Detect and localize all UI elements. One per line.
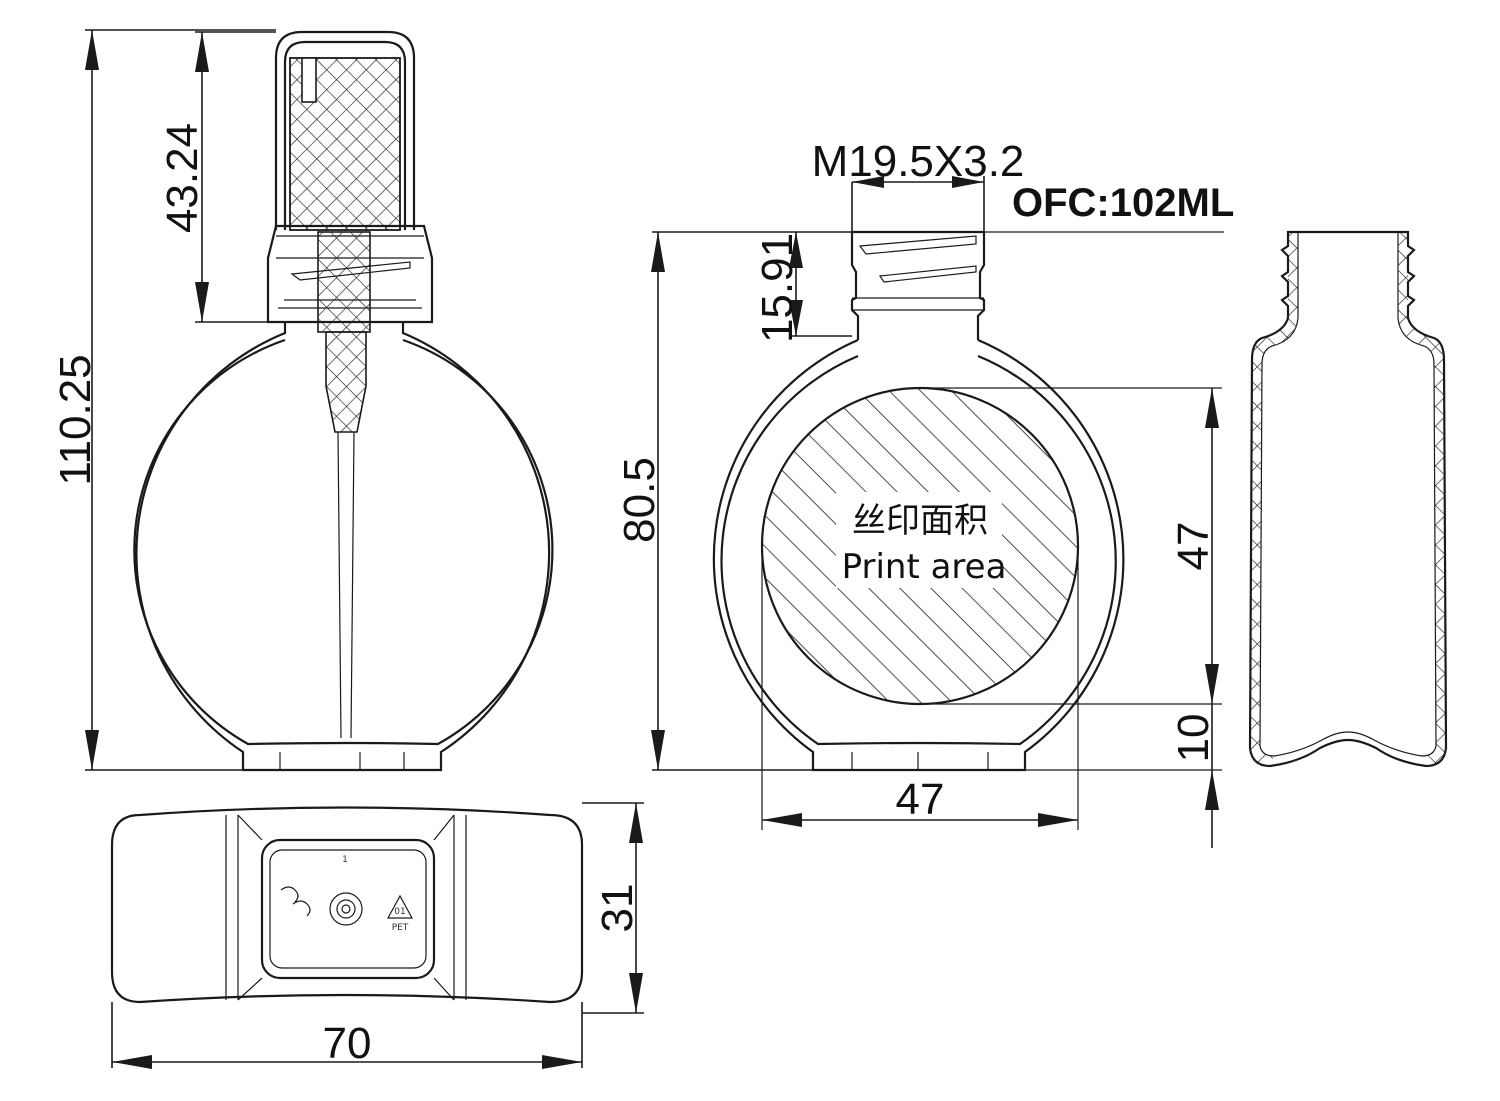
print-area-label-cn: 丝印面积 (852, 501, 988, 541)
dim-print-width-label: 47 (896, 775, 945, 824)
dim-print-bottom-offset-label: 10 (1169, 714, 1218, 763)
thread-spec: M19.5X3.2 (812, 137, 1025, 232)
dip-tube (317, 231, 371, 739)
side-section-view (1248, 230, 1448, 768)
dim-print-height: 47 (1169, 388, 1219, 704)
bottom-view: 01 PET 1 70 31 (110, 802, 644, 1069)
bottle-body-round (712, 338, 1125, 772)
print-area-label-en: Print area (842, 547, 1007, 587)
dim-neck-height: 15.91 (753, 232, 852, 343)
recycle-number: 01 (394, 907, 405, 917)
bottle-body-front (133, 322, 554, 772)
dim-bottle-depth-label: 31 (593, 884, 642, 933)
dim-body-height: 80.5 (615, 231, 852, 771)
front-view-with-sprayer: 110.25 43.24 (51, 29, 554, 772)
dim-sprayer-height-label: 43.24 (158, 123, 207, 233)
sprayer-actuator (274, 30, 416, 231)
thread-spec-label: M19.5X3.2 (812, 137, 1025, 186)
front-view-bottle: 丝印面积 Print area M19.5X3.2 OFC:102ML 80.5 (615, 137, 1234, 848)
capacity-label: OFC:102ML (1012, 181, 1234, 225)
brand-logo-mark (280, 886, 311, 917)
dim-total-height: 110.25 (51, 29, 276, 771)
print-area-circle: 丝印面积 Print area (760, 386, 1080, 706)
dim-bottle-width: 70 (111, 1002, 583, 1069)
recycle-material: PET (392, 923, 409, 933)
recycle-icon: 01 PET (386, 894, 414, 933)
bottle-neck (850, 230, 986, 340)
dim-print-width: 47 (762, 775, 1078, 827)
cavity-number: 1 (342, 855, 348, 865)
dim-body-height-label: 80.5 (615, 457, 664, 543)
dim-sprayer-height: 43.24 (158, 31, 276, 323)
dim-print-bottom-offset: 10 (1025, 704, 1222, 848)
dim-total-height-label: 110.25 (51, 354, 100, 485)
dim-bottle-depth: 31 (582, 802, 644, 1014)
dim-print-height-label: 47 (1169, 522, 1218, 571)
dim-neck-height-label: 15.91 (753, 233, 802, 343)
dim-bottle-width-label: 70 (323, 1019, 372, 1068)
